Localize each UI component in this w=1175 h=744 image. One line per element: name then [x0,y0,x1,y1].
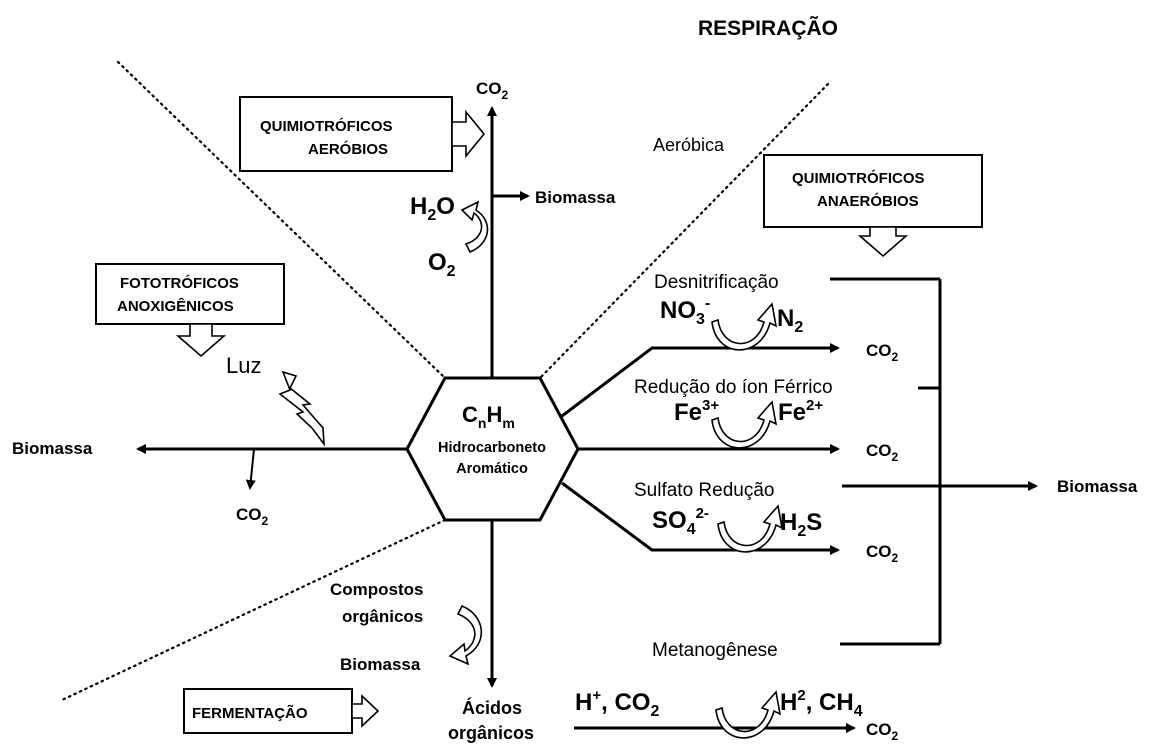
so4-label: SO42- [652,505,709,538]
box-fermentacao-label: FERMENTAÇÃO [192,704,308,722]
organicos-acidos-label: orgânicos [448,723,534,743]
lightning-bolt-icon [278,370,325,447]
co2-top: CO2 [476,79,509,102]
fe2-label: Fe2+ [778,397,823,426]
co2-desnitrificacao: CO2 [866,341,899,364]
hydrocarbon-line1: Hidrocarboneto [438,440,546,456]
divider-lower-left [60,518,447,702]
desnitrificacao-label: Desnitrificação [654,272,779,293]
box-fototroficos-line1: FOTOTRÓFICOS [120,274,239,292]
no3-label: NO3- [660,295,710,328]
box-quimio-aerobios-line1: QUIMIOTRÓFICOS [260,117,393,135]
box-quimio-anaerobios [763,154,983,228]
box-quimio-aerobios-arrow [451,109,486,159]
metanogenese-label: Metanogênese [652,640,778,661]
box-fototroficos [95,263,285,325]
h2-ch4-label: H2, CH4 [780,687,863,720]
box-fototroficos-line2: ANOXIGÊNICOS [117,297,234,315]
compostos-label: Compostos [330,580,424,599]
o2-label: O2 [428,249,456,280]
biomassa-aerobic: Biomassa [535,188,616,207]
hexagon-hydrocarbon [405,376,580,522]
co2-sulfato: CO2 [866,542,899,565]
ferrico-label: Redução do íon Férrico [634,377,833,398]
branch-desnitrificacao [561,343,840,418]
h-plus-co2-label: H+, CO2 [575,687,659,720]
luz-label: Luz [226,353,261,378]
so4-to-h2s-arrow [717,504,784,553]
co2-bottom: CO2 [866,720,899,743]
biomassa-right: Biomassa [1057,477,1138,496]
box-quimio-aerobios-line2: AERÓBIOS [308,140,388,158]
box-quimio-aerobios [239,96,453,172]
o2-to-h2o-arrow [460,200,489,254]
diagram-title: RESPIRAÇÃO [698,17,838,40]
divider-upper-right [538,82,830,380]
hydrocarbon-line2: Aromático [456,461,528,477]
box-fermentacao-arrow [351,694,380,728]
n2-label: N2 [777,305,803,336]
fe3-label: Fe3+ [674,397,719,426]
co2-left: CO2 [236,505,269,528]
box-fototroficos-arrow [175,323,227,358]
fe3-to-fe2-arrow [711,400,778,449]
sulfato-label: Sulfato Redução [634,480,775,501]
compostos-to-biomassa-arrow [448,604,483,666]
no3-to-n2-arrow [711,302,778,351]
biomassa-left: Biomassa [12,439,93,458]
h2s-label: H2S [780,509,822,540]
h-to-ch4-arrow [715,690,782,739]
co2-ferrico: CO2 [866,441,899,464]
organicos-compostos-label: orgânicos [342,607,423,626]
box-quimio-anaerobios-arrow [857,226,909,258]
hydrocarbon-formula: CnHm [462,402,515,431]
acidos-label: Ácidos [462,697,522,718]
aerobica-label: Aeróbica [653,135,725,155]
branch-sulfato [561,481,840,555]
box-quimio-anaerobios-line2: ANAERÓBIOS [817,192,919,210]
divider-upper-left [116,60,447,380]
box-quimio-anaerobios-line1: QUIMIOTRÓFICOS [792,169,925,187]
h2o-label: H2O [410,193,455,224]
arrow-left-co2 [245,448,256,490]
biomassa-fermentation: Biomassa [340,655,421,674]
